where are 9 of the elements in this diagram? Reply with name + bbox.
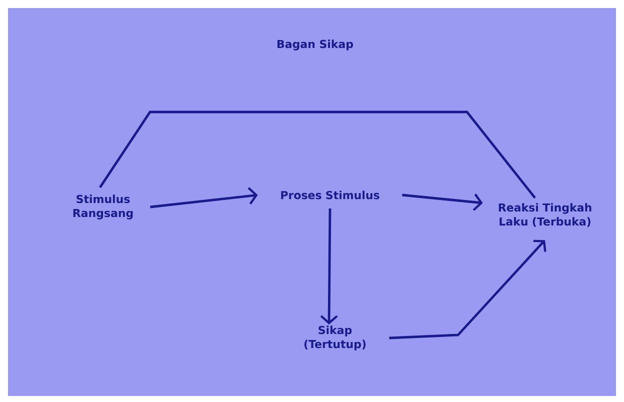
arrow <box>389 240 546 340</box>
arrow <box>320 208 338 324</box>
node-label: Stimulus Rangsang <box>73 194 133 220</box>
node-label: Sikap (Tertutup) <box>304 326 366 350</box>
arrow <box>402 194 483 211</box>
node-label: Proses Stimulus <box>281 190 380 200</box>
arrow <box>150 187 258 208</box>
title: Bagan Sikap <box>277 40 354 50</box>
node-label: Reaksi Tingkah Laku (Terbuka) <box>498 203 592 227</box>
